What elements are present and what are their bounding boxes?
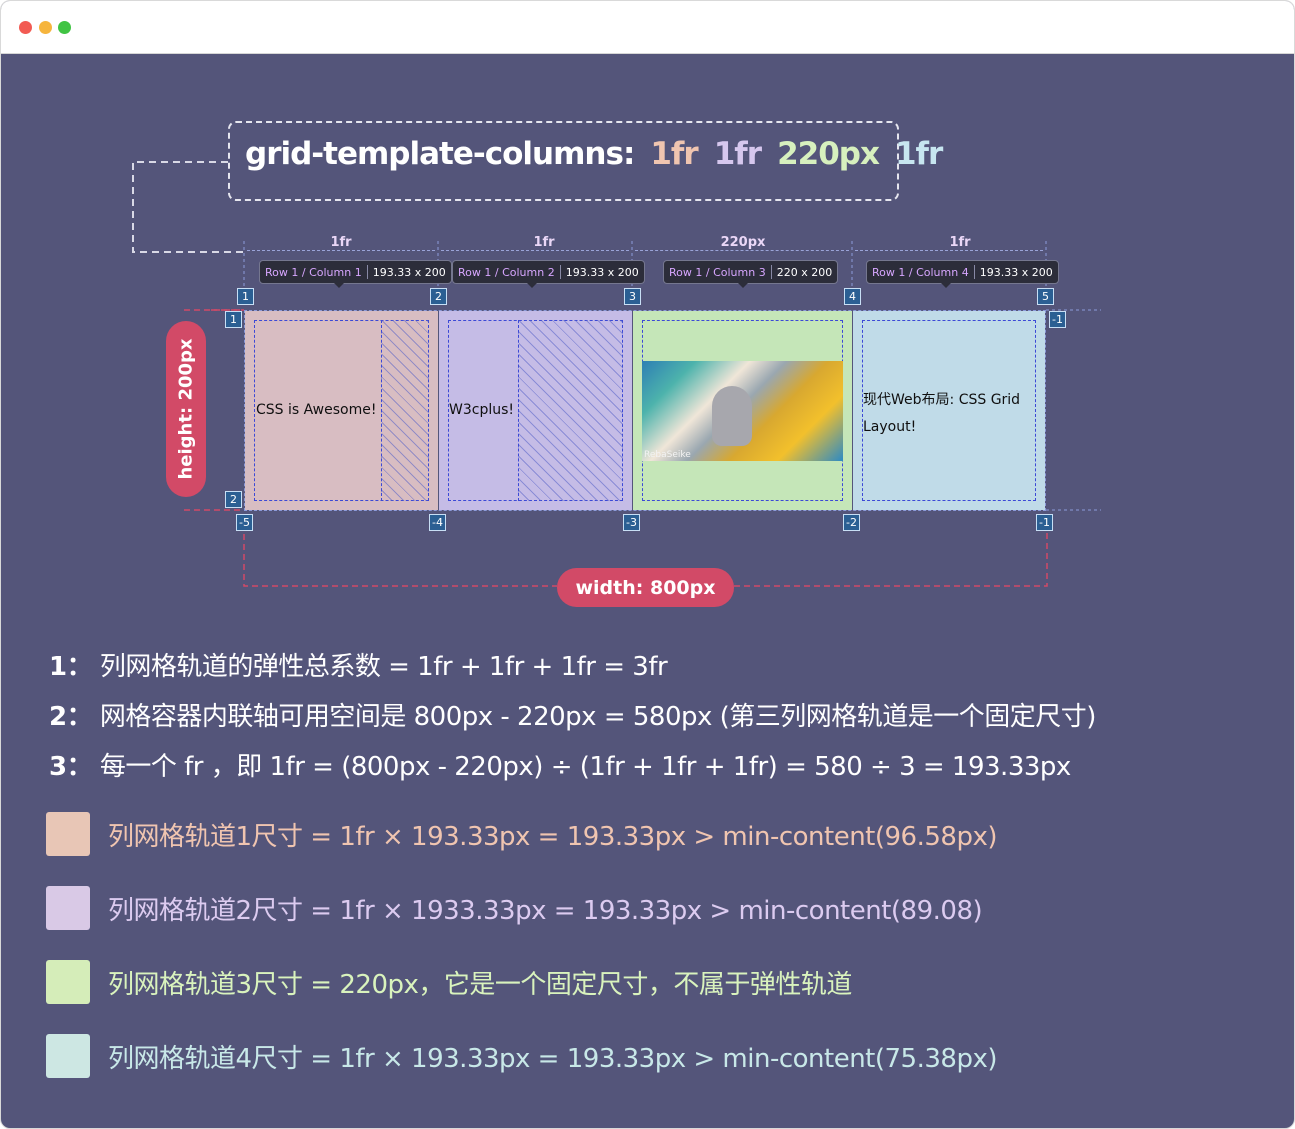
note-prefix: 2： [49, 702, 93, 732]
legend-swatch [46, 812, 90, 856]
grid-cell-4: 现代Web布局: CSS Grid Layout! [853, 311, 1045, 510]
minimize-window-button[interactable] [39, 21, 52, 34]
line-number-bottom: -2 [843, 514, 860, 531]
line-number-top: 4 [844, 288, 861, 305]
track-size-label: 1fr [533, 235, 555, 250]
free-space-hatch [518, 320, 623, 501]
cat-figure [712, 386, 752, 446]
width-badge: width: 800px [557, 568, 734, 607]
tooltip-position: Row 1 / Column 1 [265, 265, 362, 279]
grid-cell-2: W3cplus! [439, 311, 632, 510]
line-number-bottom: -5 [236, 514, 253, 531]
cell-content-box [862, 320, 1036, 501]
legend-swatch [46, 1034, 90, 1078]
line-number-bottom: -4 [429, 514, 446, 531]
cell-tooltip: Row 1 / Column 4 193.33 x 200 [866, 260, 1059, 288]
zoom-window-button[interactable] [58, 21, 71, 34]
line-number-left: 1 [225, 311, 242, 328]
note-text: 列网格轨道的弹性总系数 = 1fr + 1fr + 1fr = 3fr [99, 652, 668, 682]
legend-swatch [46, 886, 90, 930]
code-property: grid-template-columns: [245, 136, 635, 172]
grid-cell-3: RebaSeike [633, 311, 852, 510]
code-snippet-box [228, 121, 899, 201]
cell-tooltip: Row 1 / Column 2 193.33 x 200 [452, 260, 645, 288]
close-window-button[interactable] [19, 21, 32, 34]
tooltip-position: Row 1 / Column 3 [669, 265, 766, 279]
height-badge: height: 200px [166, 321, 206, 497]
track-measure-3 [635, 250, 849, 251]
note-2: 2： 网格容器内联轴可用空间是 800px - 220px = 580px (第… [49, 696, 1096, 733]
grid-cell-1: CSS is Awesome! [245, 311, 438, 510]
line-number-top: 5 [1037, 288, 1054, 305]
width-label: width: 800px [575, 576, 716, 599]
tooltip-size: 193.33 x 200 [372, 265, 446, 279]
diagram-canvas: grid-template-columns: 1fr 1fr 220px 1fr 1fr… [1, 54, 1294, 1128]
line-number-top: 3 [624, 288, 641, 305]
height-label: height: 200px [175, 338, 197, 480]
legend-swatch [46, 960, 90, 1004]
grid-container-outline [244, 310, 1046, 511]
track-measure-4 [855, 250, 1043, 251]
title-bar [1, 1, 1294, 54]
legend-text: 列网格轨道1尺寸 = 1fr × 193.33px = 193.33px > m… [108, 821, 997, 852]
free-space-hatch [381, 320, 429, 501]
legend-row-2: 列网格轨道2尺寸 = 1fr × 1933.33px = 193.33px > … [46, 886, 983, 930]
legend-row-1: 列网格轨道1尺寸 = 1fr × 193.33px = 193.33px > m… [46, 812, 997, 856]
track-size-label: 220px [720, 235, 766, 250]
code-value-4: 1fr [894, 136, 943, 172]
track-size-label: 1fr [330, 235, 352, 250]
cell-text: W3cplus! [449, 402, 515, 418]
code-value-1: 1fr [650, 136, 698, 172]
track-measure-2 [441, 250, 629, 251]
legend-text: 列网格轨道4尺寸 = 1fr × 193.33px = 193.33px > m… [108, 1043, 997, 1074]
legend-row-3: 列网格轨道3尺寸 = 220px，它是一个固定尺寸，不属于弹性轨道 [46, 960, 852, 1004]
code-value-3: 220px [777, 136, 880, 172]
cell-text: CSS is Awesome! [256, 402, 377, 418]
note-prefix: 3： [49, 752, 93, 782]
tooltip-size: 193.33 x 200 [565, 265, 639, 279]
line-number-top: 2 [430, 288, 447, 305]
photo-watermark: RebaSeike [644, 450, 691, 460]
line-number-bottom: -1 [1036, 514, 1053, 531]
cell-tooltip: Row 1 / Column 3 220 x 200 [663, 260, 839, 288]
tooltip-position: Row 1 / Column 2 [458, 265, 555, 279]
tooltip-size: 220 x 200 [776, 265, 833, 279]
note-text: 网格容器内联轴可用空间是 800px - 220px = 580px (第三列网… [99, 702, 1097, 732]
cell-tooltip: Row 1 / Column 1 193.33 x 200 [259, 260, 452, 288]
line-number-left: 2 [225, 491, 242, 508]
track-measure-1 [247, 250, 435, 251]
legend-text: 列网格轨道2尺寸 = 1fr × 1933.33px = 193.33px > … [108, 895, 983, 926]
tooltip-position: Row 1 / Column 4 [872, 265, 969, 279]
cell-text: 现代Web布局: CSS Grid Layout! [863, 392, 1021, 435]
note-prefix: 1： [49, 652, 93, 682]
track-size-label: 1fr [949, 235, 971, 250]
line-number-right: -1 [1049, 311, 1066, 328]
code-value-2: 1fr [713, 136, 762, 172]
note-text: 每一个 fr ，即 1fr = (800px - 220px) ÷ (1fr +… [99, 752, 1071, 782]
code-snippet: grid-template-columns: 1fr 1fr 220px 1fr [245, 136, 943, 172]
legend-text: 列网格轨道3尺寸 = 220px，它是一个固定尺寸，不属于弹性轨道 [108, 969, 852, 1000]
line-number-top: 1 [237, 288, 254, 305]
cat-photo: RebaSeike [642, 361, 843, 461]
line-number-bottom: -3 [623, 514, 640, 531]
tooltip-size: 193.33 x 200 [979, 265, 1053, 279]
note-3: 3： 每一个 fr ，即 1fr = (800px - 220px) ÷ (1f… [49, 746, 1071, 783]
legend-row-4: 列网格轨道4尺寸 = 1fr × 193.33px = 193.33px > m… [46, 1034, 997, 1078]
note-1: 1： 列网格轨道的弹性总系数 = 1fr + 1fr + 1fr = 3fr [49, 646, 668, 683]
